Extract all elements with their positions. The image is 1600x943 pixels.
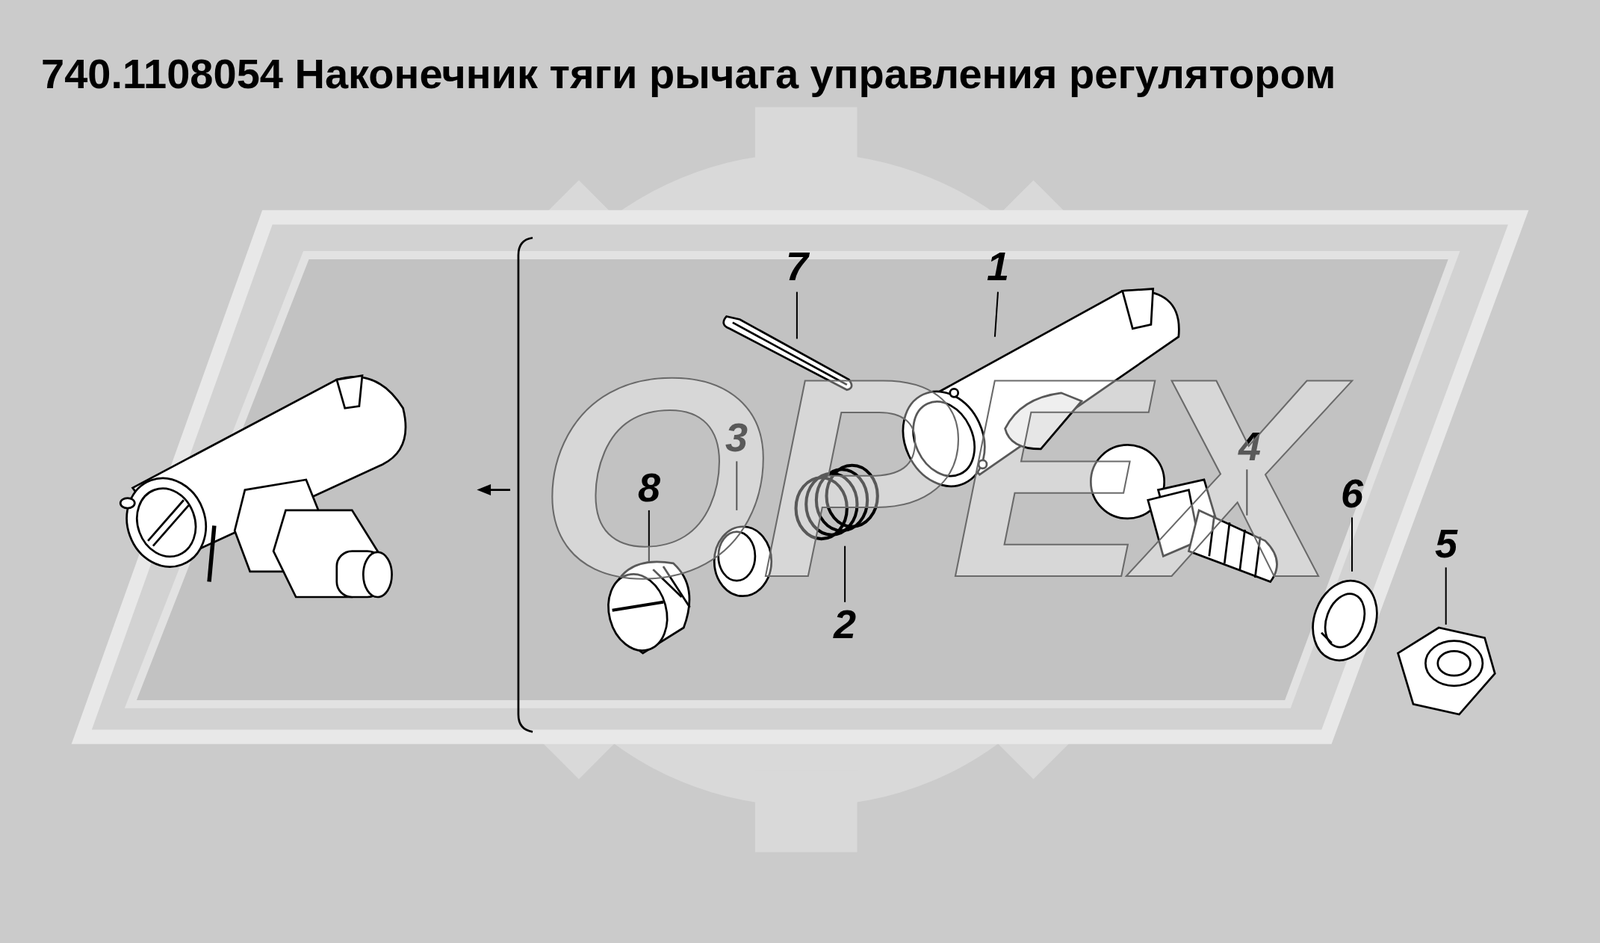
part-nut (1398, 627, 1496, 715)
bracket (479, 237, 533, 732)
callout-number: 1 (986, 245, 1010, 287)
band-watermark (81, 217, 1518, 737)
title: 740.1108054 Наконечник тяги рычага управ… (41, 49, 1336, 98)
callout-number: 6 (1340, 472, 1364, 514)
assembled-tip (114, 375, 406, 597)
callout-number: 7 (785, 245, 809, 287)
callout-number: 5 (1434, 522, 1458, 564)
watermark-text: OPEX (537, 336, 1330, 620)
